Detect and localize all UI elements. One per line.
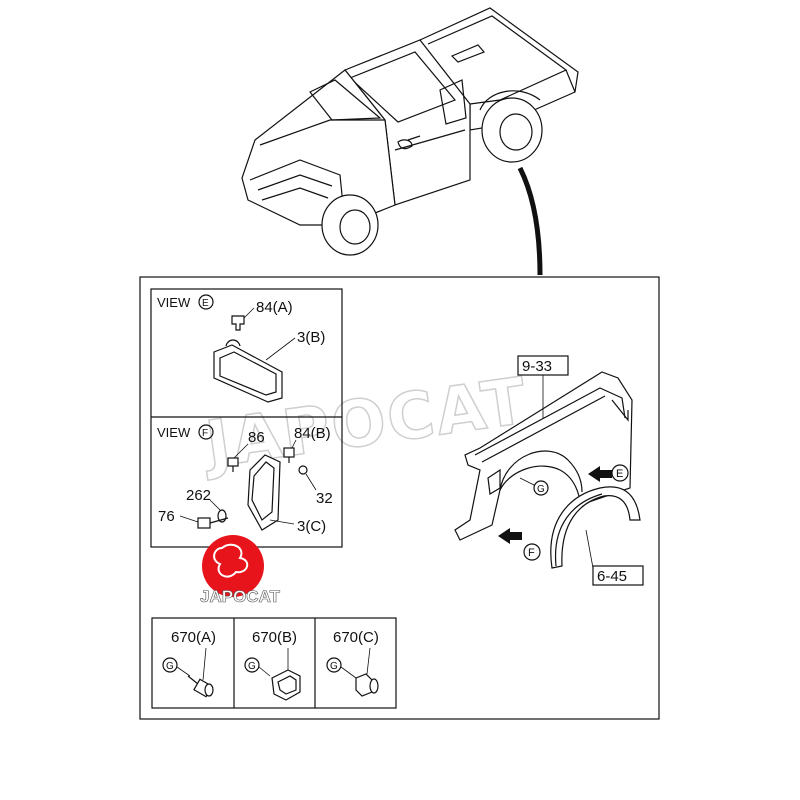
clip-84a-drawing xyxy=(231,315,245,331)
callout-86: 86 xyxy=(248,429,265,446)
japocat-logo: JAPOCAT xyxy=(200,535,281,606)
fastener-670c-g-letter: G xyxy=(330,661,338,672)
view-e-direction-arrow xyxy=(588,466,612,482)
view-e-marker xyxy=(198,294,214,310)
fastener-670b-label: 670(B) xyxy=(252,629,297,646)
fender-liner-3b-drawing xyxy=(213,339,283,403)
bolt-76-drawing xyxy=(197,517,229,529)
view-e-title: VIEW xyxy=(157,295,191,310)
arrow-e-marker xyxy=(611,464,629,482)
callout-76: 76 xyxy=(158,508,175,525)
ref-g-letter: G xyxy=(537,484,545,495)
fastener-670a-g-letter: G xyxy=(166,661,174,672)
mudflap-3c-drawing xyxy=(247,454,281,531)
ref-g-marker xyxy=(533,480,549,496)
arrow-f-marker xyxy=(523,543,541,561)
logo-text: JAPOCAT xyxy=(200,587,281,606)
callout-3b: 3(B) xyxy=(297,329,325,346)
callout-box-6-45 xyxy=(592,565,644,586)
fastener-670c-label: 670(C) xyxy=(333,629,379,646)
logo-circle xyxy=(202,535,264,597)
view-e-letter: E xyxy=(202,298,209,309)
fastener-670b-g-marker xyxy=(244,657,260,673)
view-f-marker xyxy=(198,424,214,440)
clip-86-drawing xyxy=(227,457,239,472)
pickup-truck-illustration xyxy=(241,7,579,276)
fastener-670b-drawing xyxy=(271,669,301,701)
view-f-direction-arrow xyxy=(498,528,522,544)
fastener-670c-g-marker xyxy=(326,657,342,673)
nut-32-drawing xyxy=(298,465,308,475)
callout-6-45: 6-45 xyxy=(597,568,627,585)
fastener-670a-drawing xyxy=(187,675,214,698)
fasteners-panel: 670(A) G 670(B) G 670(C) G xyxy=(151,617,397,709)
callout-9-33: 9-33 xyxy=(522,358,552,375)
fender-assembly-drawing xyxy=(454,371,641,569)
clip-84b-drawing xyxy=(283,447,295,463)
callout-84a: 84(A) xyxy=(256,299,293,316)
callout-262: 262 xyxy=(186,487,211,504)
callout-3c: 3(C) xyxy=(297,518,326,535)
callout-84b: 84(B) xyxy=(294,425,331,442)
arrow-e-letter: E xyxy=(616,468,623,480)
view-f-letter: F xyxy=(202,428,208,439)
arrow-f-letter: F xyxy=(528,547,535,559)
view-f-title: VIEW xyxy=(157,425,191,440)
callout-32: 32 xyxy=(316,490,333,507)
fastener-670a-label: 670(A) xyxy=(171,629,216,646)
fastener-670b-g-letter: G xyxy=(248,661,256,672)
detail-frame xyxy=(139,276,660,720)
fastener-670c-drawing xyxy=(355,673,379,697)
fastener-670a-g-marker xyxy=(162,657,178,673)
